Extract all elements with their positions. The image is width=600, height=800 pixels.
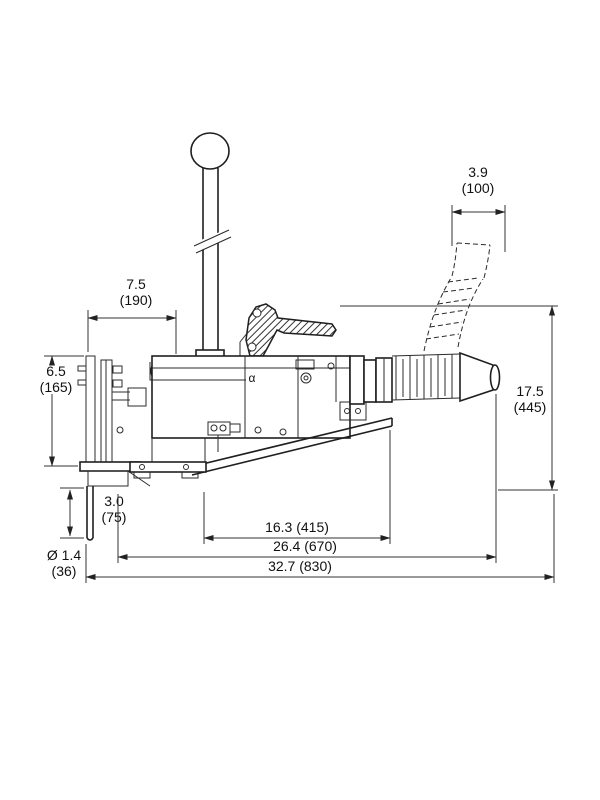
- nozzle-cone: [459, 351, 494, 403]
- hose-ribs: [395, 354, 453, 400]
- dim-pin-length-metric: (75): [102, 509, 127, 525]
- dim-top-width-value: 7.5: [126, 276, 146, 292]
- machine-outline: α: [77, 132, 501, 541]
- dim-inner-length: 16.3 (415): [203, 430, 391, 544]
- left-assembly: [77, 355, 151, 541]
- dim-left-height-metric: (165): [40, 379, 73, 395]
- clamp-lever: [239, 303, 337, 357]
- locating-pin: [86, 486, 94, 541]
- nozzle-tip: [489, 364, 501, 391]
- dim-nozzle-offset-metric: (100): [462, 180, 495, 196]
- lever-pivot-pin: [252, 308, 262, 318]
- hose-assembly: [349, 351, 501, 405]
- dim-pin-length-value: 3.0: [104, 493, 124, 509]
- body-marking: α: [249, 371, 256, 385]
- dim-total-height-value: 17.5: [516, 383, 543, 399]
- dim-total-length-label: 32.7 (830): [268, 558, 332, 574]
- hose-alternate-position: [423, 242, 491, 352]
- dim-total-height: 17.5 (445): [340, 305, 558, 491]
- dim-top-width: 7.5 (190): [87, 276, 177, 354]
- lever-lower-pin: [247, 342, 257, 352]
- handle: [190, 132, 232, 361]
- dim-pin-length: 3.0 (75): [60, 487, 127, 539]
- dim-pin-diameter-metric: (36): [52, 563, 77, 579]
- base-plate: [129, 461, 207, 473]
- dim-top-width-metric: (190): [120, 292, 153, 308]
- dim-pin-diameter-value: Ø 1.4: [47, 547, 81, 563]
- dim-mid-length: 26.4 (670): [117, 394, 497, 563]
- dim-pin-diameter: Ø 1.4 (36): [47, 547, 81, 579]
- dim-total-height-metric: (445): [514, 399, 547, 415]
- dim-inner-length-label: 16.3 (415): [265, 519, 329, 535]
- dim-nozzle-offset: 3.9 (100): [451, 164, 506, 252]
- dim-left-height-value: 6.5: [46, 363, 66, 379]
- dim-mid-length-label: 26.4 (670): [273, 538, 337, 554]
- dim-nozzle-offset-value: 3.9: [468, 164, 488, 180]
- dim-total-length: 32.7 (830): [85, 494, 555, 583]
- handle-knob: [190, 132, 230, 170]
- dim-left-height: 6.5 (165): [40, 355, 84, 467]
